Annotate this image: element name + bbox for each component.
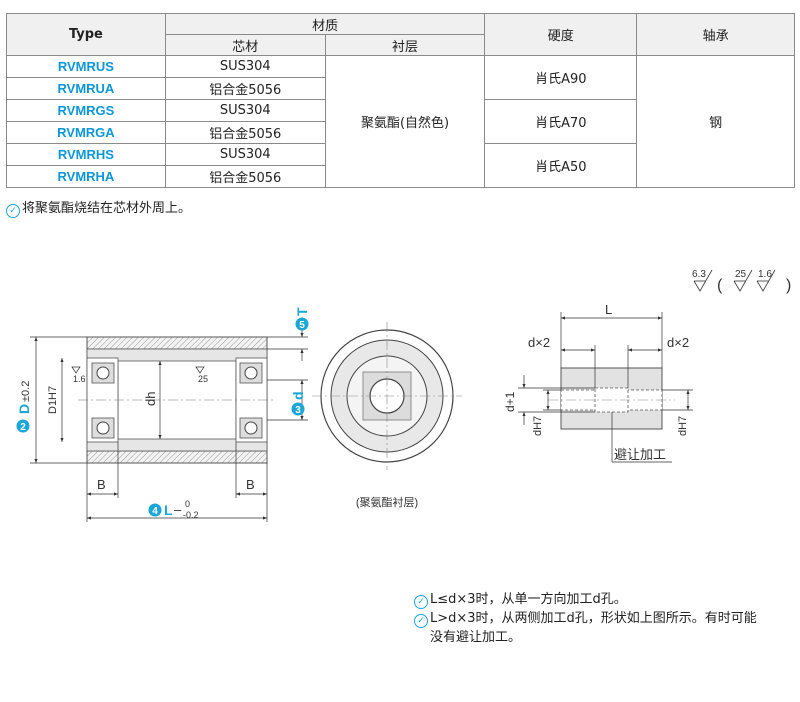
label-D1: D1H7 xyxy=(47,386,59,414)
bottom-note-2-cont: 没有避让加工。 xyxy=(430,630,522,645)
header-bearing: 轴承 xyxy=(636,13,795,56)
header-type: Type xyxy=(6,13,166,56)
header-lining: 衬层 xyxy=(324,34,486,56)
row-core: 铝合金5056 xyxy=(164,121,326,144)
label-L-tol-bottom: -0.2 xyxy=(183,510,199,520)
badge-4: 4 xyxy=(152,506,158,517)
badge-2-icon xyxy=(16,419,30,433)
badge-3-icon xyxy=(291,402,305,416)
label-L-dash: – xyxy=(174,502,182,517)
bottom-note-2: ✓L>d×3时，从两侧加工d孔，形状如上图所示。有时可能 xyxy=(414,607,757,628)
badge-3: 3 xyxy=(295,405,301,416)
label-dh: dh xyxy=(143,392,158,406)
badge-5-icon xyxy=(295,317,309,331)
label-L-right: L xyxy=(605,302,612,317)
label-D: D xyxy=(16,404,32,414)
note-icon: ✓ xyxy=(414,614,428,628)
front-view xyxy=(312,322,462,470)
rough-16-label: 1.6 xyxy=(73,374,86,384)
hardness-value: 肖氏A50 xyxy=(484,143,638,188)
row-type: RVMRUA xyxy=(6,77,166,100)
header-core: 芯材 xyxy=(164,34,326,56)
lining-value: 聚氨酯(自然色) xyxy=(324,55,486,188)
badge-5: 5 xyxy=(299,320,305,331)
relief-dims xyxy=(518,312,693,463)
paren-open: ( xyxy=(717,277,723,294)
header-hardness: 硬度 xyxy=(484,13,638,56)
note-icon: ✓ xyxy=(414,595,428,609)
label-T: T xyxy=(294,307,310,316)
dim-L xyxy=(86,442,268,522)
label-d2-left: d×2 xyxy=(528,335,550,350)
row-core: 铝合金5056 xyxy=(164,165,326,188)
label-d-plus: d+1 xyxy=(503,391,517,412)
badge-4-icon xyxy=(148,503,162,517)
label-B-left: B xyxy=(97,477,106,492)
roughness-main: 6.3 xyxy=(692,269,706,280)
roughness-alt1: 25 xyxy=(735,269,747,280)
dim-D xyxy=(30,336,162,464)
note-icon: ✓ xyxy=(6,204,20,218)
label-B-right: B xyxy=(246,477,255,492)
hardness-value: 肖氏A70 xyxy=(484,99,638,144)
dim-T xyxy=(267,325,308,361)
hardness-value: 肖氏A90 xyxy=(484,55,638,100)
label-dH7-right: dH7 xyxy=(677,416,689,436)
badge-2: 2 xyxy=(20,422,26,433)
row-core: 铝合金5056 xyxy=(164,77,326,100)
label-relief: 避让加工 xyxy=(614,447,666,462)
label-L-tol-top: 0 xyxy=(185,499,190,509)
section-view: 1.6 25 xyxy=(71,336,276,464)
caption-lining: (聚氨酯衬层) xyxy=(356,496,418,509)
row-type: RVMRHA xyxy=(6,165,166,188)
row-core: SUS304 xyxy=(164,55,326,78)
roughness-symbols: 6.3 ( 25 1.6 ) xyxy=(692,269,791,294)
table-note: ✓将聚氨酯烧结在芯材外周上。 xyxy=(6,197,191,218)
rough-25-label: 25 xyxy=(198,374,208,384)
label-D-tol: ±0.2 xyxy=(20,381,32,402)
spec-table: Type 材质 硬度 轴承 芯材 衬层 RVMRUS SUS304 聚氨酯(自然… xyxy=(6,13,795,188)
label-L: L xyxy=(164,502,173,518)
bearing-value: 钢 xyxy=(636,55,795,188)
label-d2-right: d×2 xyxy=(667,335,689,350)
label-d: d xyxy=(290,391,306,400)
header-material: 材质 xyxy=(164,13,486,35)
paren-close: ) xyxy=(786,277,791,294)
bottom-note-1: ✓L≤d×3时，从单一方向加工d孔。 xyxy=(414,588,627,609)
roughness-alt2: 1.6 xyxy=(758,269,772,280)
relief-view xyxy=(548,367,675,430)
label-dH7-left: dH7 xyxy=(532,416,544,436)
